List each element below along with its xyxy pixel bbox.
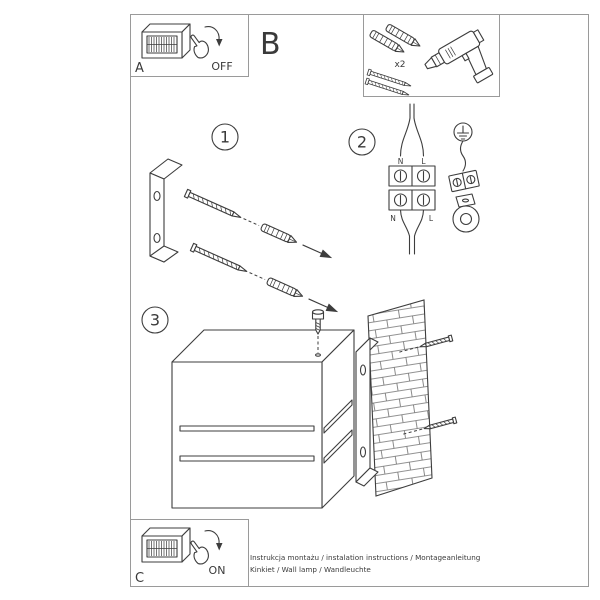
mounting-bracket-drawing — [149, 158, 183, 263]
screw-and-plug-row — [189, 242, 339, 313]
power-cable-drawing — [399, 103, 425, 157]
footer-line2: Kinkiet / Wall lamp / Wandleuchte — [250, 565, 371, 574]
set-screw-icon — [311, 309, 325, 357]
terminal-block-drawing — [388, 165, 436, 211]
step2-badge — [348, 128, 376, 156]
anchor-count-label: x2 — [394, 60, 405, 70]
screw-icon — [364, 77, 411, 99]
power-cable-drawing — [399, 209, 425, 255]
terminal-label-l: L — [421, 157, 426, 166]
step-3: 3 — [141, 299, 458, 509]
light-slot — [179, 455, 315, 462]
panel-c: ON C — [135, 527, 226, 586]
ground-symbol-icon — [453, 122, 473, 142]
light-switch-icon — [141, 527, 191, 563]
footer-line1: Instrukcja montażu / instalation instruc… — [250, 553, 480, 562]
step1-number: 1 — [220, 128, 230, 147]
connector-drawing — [448, 169, 480, 193]
step-2: 2 N L N L — [348, 103, 480, 255]
wall-plug-icon — [259, 222, 299, 247]
panel-c-label: C — [135, 571, 144, 586]
panel-b-label: B — [260, 27, 281, 62]
step3-number: 3 — [150, 311, 160, 330]
light-slot — [323, 399, 353, 434]
terminal-label-l: L — [429, 214, 434, 223]
fixing-screw-row — [397, 334, 458, 435]
hand-icon — [188, 537, 212, 567]
step1-badge — [211, 123, 239, 151]
brick-wall-drawing — [367, 299, 433, 497]
terminal-label-n: N — [390, 214, 396, 223]
hand-icon — [188, 31, 212, 61]
screw-icon — [189, 242, 249, 276]
lamp-cube-drawing — [171, 329, 355, 509]
panel-a-box — [130, 14, 249, 77]
light-slot — [323, 429, 353, 464]
panel-a-state: OFF — [211, 60, 232, 73]
wall-bracket-drawing — [355, 337, 379, 487]
step3-badge — [141, 306, 169, 334]
step-1: 1 — [149, 123, 339, 313]
drill-icon — [424, 29, 494, 84]
light-switch-icon — [141, 23, 191, 59]
panel-c-state: ON — [209, 564, 226, 577]
screw-icon — [183, 188, 243, 222]
screw-and-plug-row — [183, 188, 333, 259]
step2-number: 2 — [357, 133, 367, 152]
direction-arrow-icon — [325, 303, 339, 313]
panel-a: OFF A — [135, 23, 233, 76]
wall-plug-icon — [265, 276, 305, 301]
press-arrow-icon — [204, 530, 223, 551]
panel-a-label: A — [135, 61, 144, 76]
light-slot — [179, 425, 315, 432]
tools: x2 — [364, 23, 494, 99]
panel-c-box — [130, 519, 249, 587]
press-arrow-icon — [204, 26, 223, 47]
terminal-label-n: N — [398, 157, 404, 166]
screw-icon — [366, 68, 413, 90]
canopy-ring-drawing — [452, 193, 480, 233]
direction-arrow-icon — [319, 249, 333, 259]
ground-wire — [459, 140, 467, 172]
tools-box — [363, 14, 500, 97]
page-border — [130, 14, 589, 587]
